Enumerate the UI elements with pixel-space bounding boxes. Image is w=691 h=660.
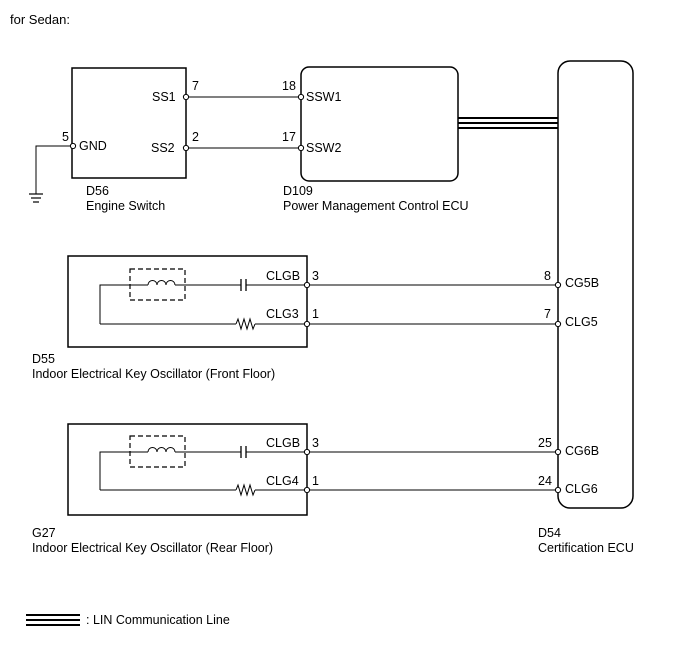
- rear-coil-icon: [147, 447, 176, 453]
- pin-dot-front-clgb: [303, 281, 311, 289]
- cert-ecu-code: D54: [538, 526, 561, 540]
- front-oscillator-name: Indoor Electrical Key Oscillator (Front …: [32, 367, 275, 381]
- pin-dot-ss1: [182, 93, 190, 101]
- rear-oscillator-box: [67, 423, 308, 516]
- pin-num-clg5: 7: [544, 307, 551, 321]
- pin-label-front-clg3: CLG3: [266, 307, 299, 321]
- lin-communication-line: [458, 117, 558, 129]
- rear-loop-left: [99, 451, 148, 490]
- pin-connectors: [69, 93, 562, 494]
- engine-switch-name: Engine Switch: [86, 199, 165, 213]
- pin-dot-front-clg3: [303, 320, 311, 328]
- front-oscillator-code: D55: [32, 352, 55, 366]
- pin-num-ssw1: 18: [282, 79, 296, 93]
- pin-num-gnd: 5: [62, 130, 69, 144]
- engine-switch-code: D56: [86, 184, 109, 198]
- pin-label-ssw1: SSW1: [306, 90, 341, 104]
- pin-dot-rear-clg4: [303, 486, 311, 494]
- pin-label-cg6b: CG6B: [565, 444, 599, 458]
- power-ecu-name: Power Management Control ECU: [283, 199, 469, 213]
- front-loop-left: [99, 284, 148, 324]
- pin-label-clg5: CLG5: [565, 315, 598, 329]
- pin-dot-ssw1: [297, 93, 305, 101]
- pin-dot-clg5: [554, 320, 562, 328]
- pin-label-cg5b: CG5B: [565, 276, 599, 290]
- pin-dot-ssw2: [297, 144, 305, 152]
- pin-num-rear-clgb: 3: [312, 436, 319, 450]
- pin-label-ssw2: SSW2: [306, 141, 341, 155]
- pin-label-rear-clgb: CLGB: [266, 436, 300, 450]
- diagram-header: for Sedan:: [10, 12, 70, 27]
- pin-dot-clg6: [554, 486, 562, 494]
- pin-label-clg6: CLG6: [565, 482, 598, 496]
- pin-label-ss2: SS2: [151, 141, 175, 155]
- pin-num-rear-clg4: 1: [312, 474, 319, 488]
- rear-resistor-icon: [235, 483, 256, 497]
- engine-switch-box: [71, 67, 187, 179]
- legend-lin-label: : LIN Communication Line: [86, 613, 230, 627]
- rear-oscillator-code: G27: [32, 526, 56, 540]
- pin-label-ss1: SS1: [152, 90, 176, 104]
- pin-num-cg5b: 8: [544, 269, 551, 283]
- rear-oscillator-name: Indoor Electrical Key Oscillator (Rear F…: [32, 541, 273, 555]
- ground-icon: [29, 193, 43, 203]
- legend-lin-symbol: [26, 614, 80, 626]
- pin-num-ssw2: 17: [282, 130, 296, 144]
- pin-label-rear-clg4: CLG4: [266, 474, 299, 488]
- pin-num-front-clgb: 3: [312, 269, 319, 283]
- pin-num-front-clg3: 1: [312, 307, 319, 321]
- pin-num-cg6b: 25: [538, 436, 552, 450]
- front-coil-icon: [147, 280, 176, 286]
- pin-dot-cg6b: [554, 448, 562, 456]
- pin-num-ss1: 7: [192, 79, 199, 93]
- pin-label-front-clgb: CLGB: [266, 269, 300, 283]
- pin-dot-ss2: [182, 144, 190, 152]
- pin-dot-cg5b: [554, 281, 562, 289]
- pin-dot-rear-clgb: [303, 448, 311, 456]
- power-ecu-code: D109: [283, 184, 313, 198]
- cert-ecu-name: Certification ECU: [538, 541, 634, 555]
- pin-label-gnd: GND: [79, 139, 107, 153]
- power-ecu-box: [300, 66, 459, 182]
- ground-wire: [35, 145, 73, 194]
- pin-num-clg6: 24: [538, 474, 552, 488]
- pin-dot-gnd: [69, 142, 77, 150]
- front-oscillator-box: [67, 255, 308, 348]
- pin-num-ss2: 2: [192, 130, 199, 144]
- front-resistor-icon: [235, 317, 256, 331]
